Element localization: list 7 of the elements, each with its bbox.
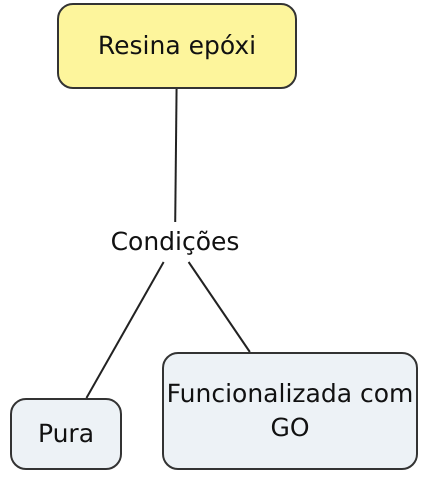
link-phrase: Condições [96,222,254,262]
concept-box: Resina epóxi [57,3,297,89]
connector-line [188,261,251,353]
concept-box: Pura [10,398,122,470]
concept-box: Funcionalizada com GO [162,352,418,470]
connector-line [174,88,178,222]
connector-line [86,262,165,398]
